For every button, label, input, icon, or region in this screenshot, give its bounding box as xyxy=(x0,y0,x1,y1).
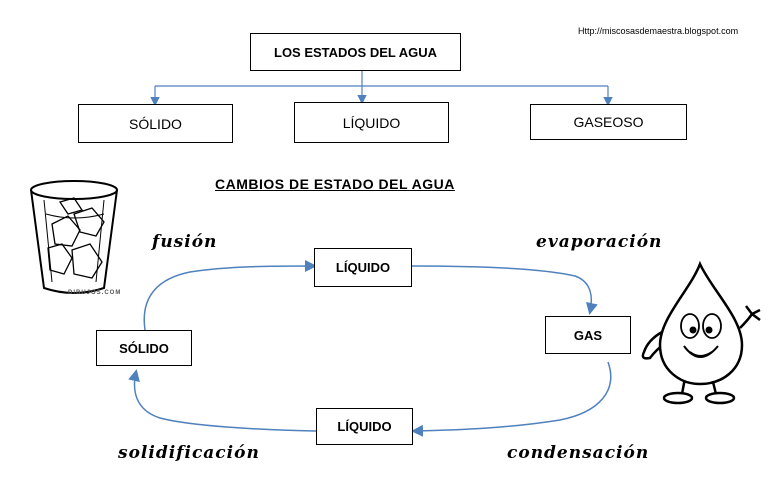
tree-root-box: LOS ESTADOS DEL AGUA xyxy=(250,33,461,71)
cycle-solido: SÓLIDO xyxy=(96,330,192,366)
cycle-liquido-top: LÍQUIDO xyxy=(314,248,412,287)
label-evaporacion: evaporación xyxy=(536,232,663,252)
tree-child-gaseoso: GASEOSO xyxy=(530,104,687,140)
source-url: Http://miscosasdemaestra.blogspot.com xyxy=(578,26,739,36)
label-fusion: fusión xyxy=(152,232,218,252)
tree-connectors xyxy=(150,71,613,107)
tree-child-liquido: LÍQUIDO xyxy=(294,102,449,143)
tree-child-solido: SÓLIDO xyxy=(78,104,233,143)
illustration-credit: DIBUJOS.COM xyxy=(68,290,122,296)
cycle-title: CAMBIOS DE ESTADO DEL AGUA xyxy=(215,176,455,192)
arrow-evaporacion xyxy=(411,265,598,315)
label-solidificacion: solidificación xyxy=(118,443,260,463)
arrow-solidificacion xyxy=(128,369,317,432)
cycle-gas: GAS xyxy=(545,316,631,354)
arrow-condensacion xyxy=(411,361,612,437)
cycle-liquido-bottom: LÍQUIDO xyxy=(316,408,413,445)
arrow-fusion xyxy=(143,260,317,331)
label-condensacion: condensación xyxy=(507,443,650,463)
